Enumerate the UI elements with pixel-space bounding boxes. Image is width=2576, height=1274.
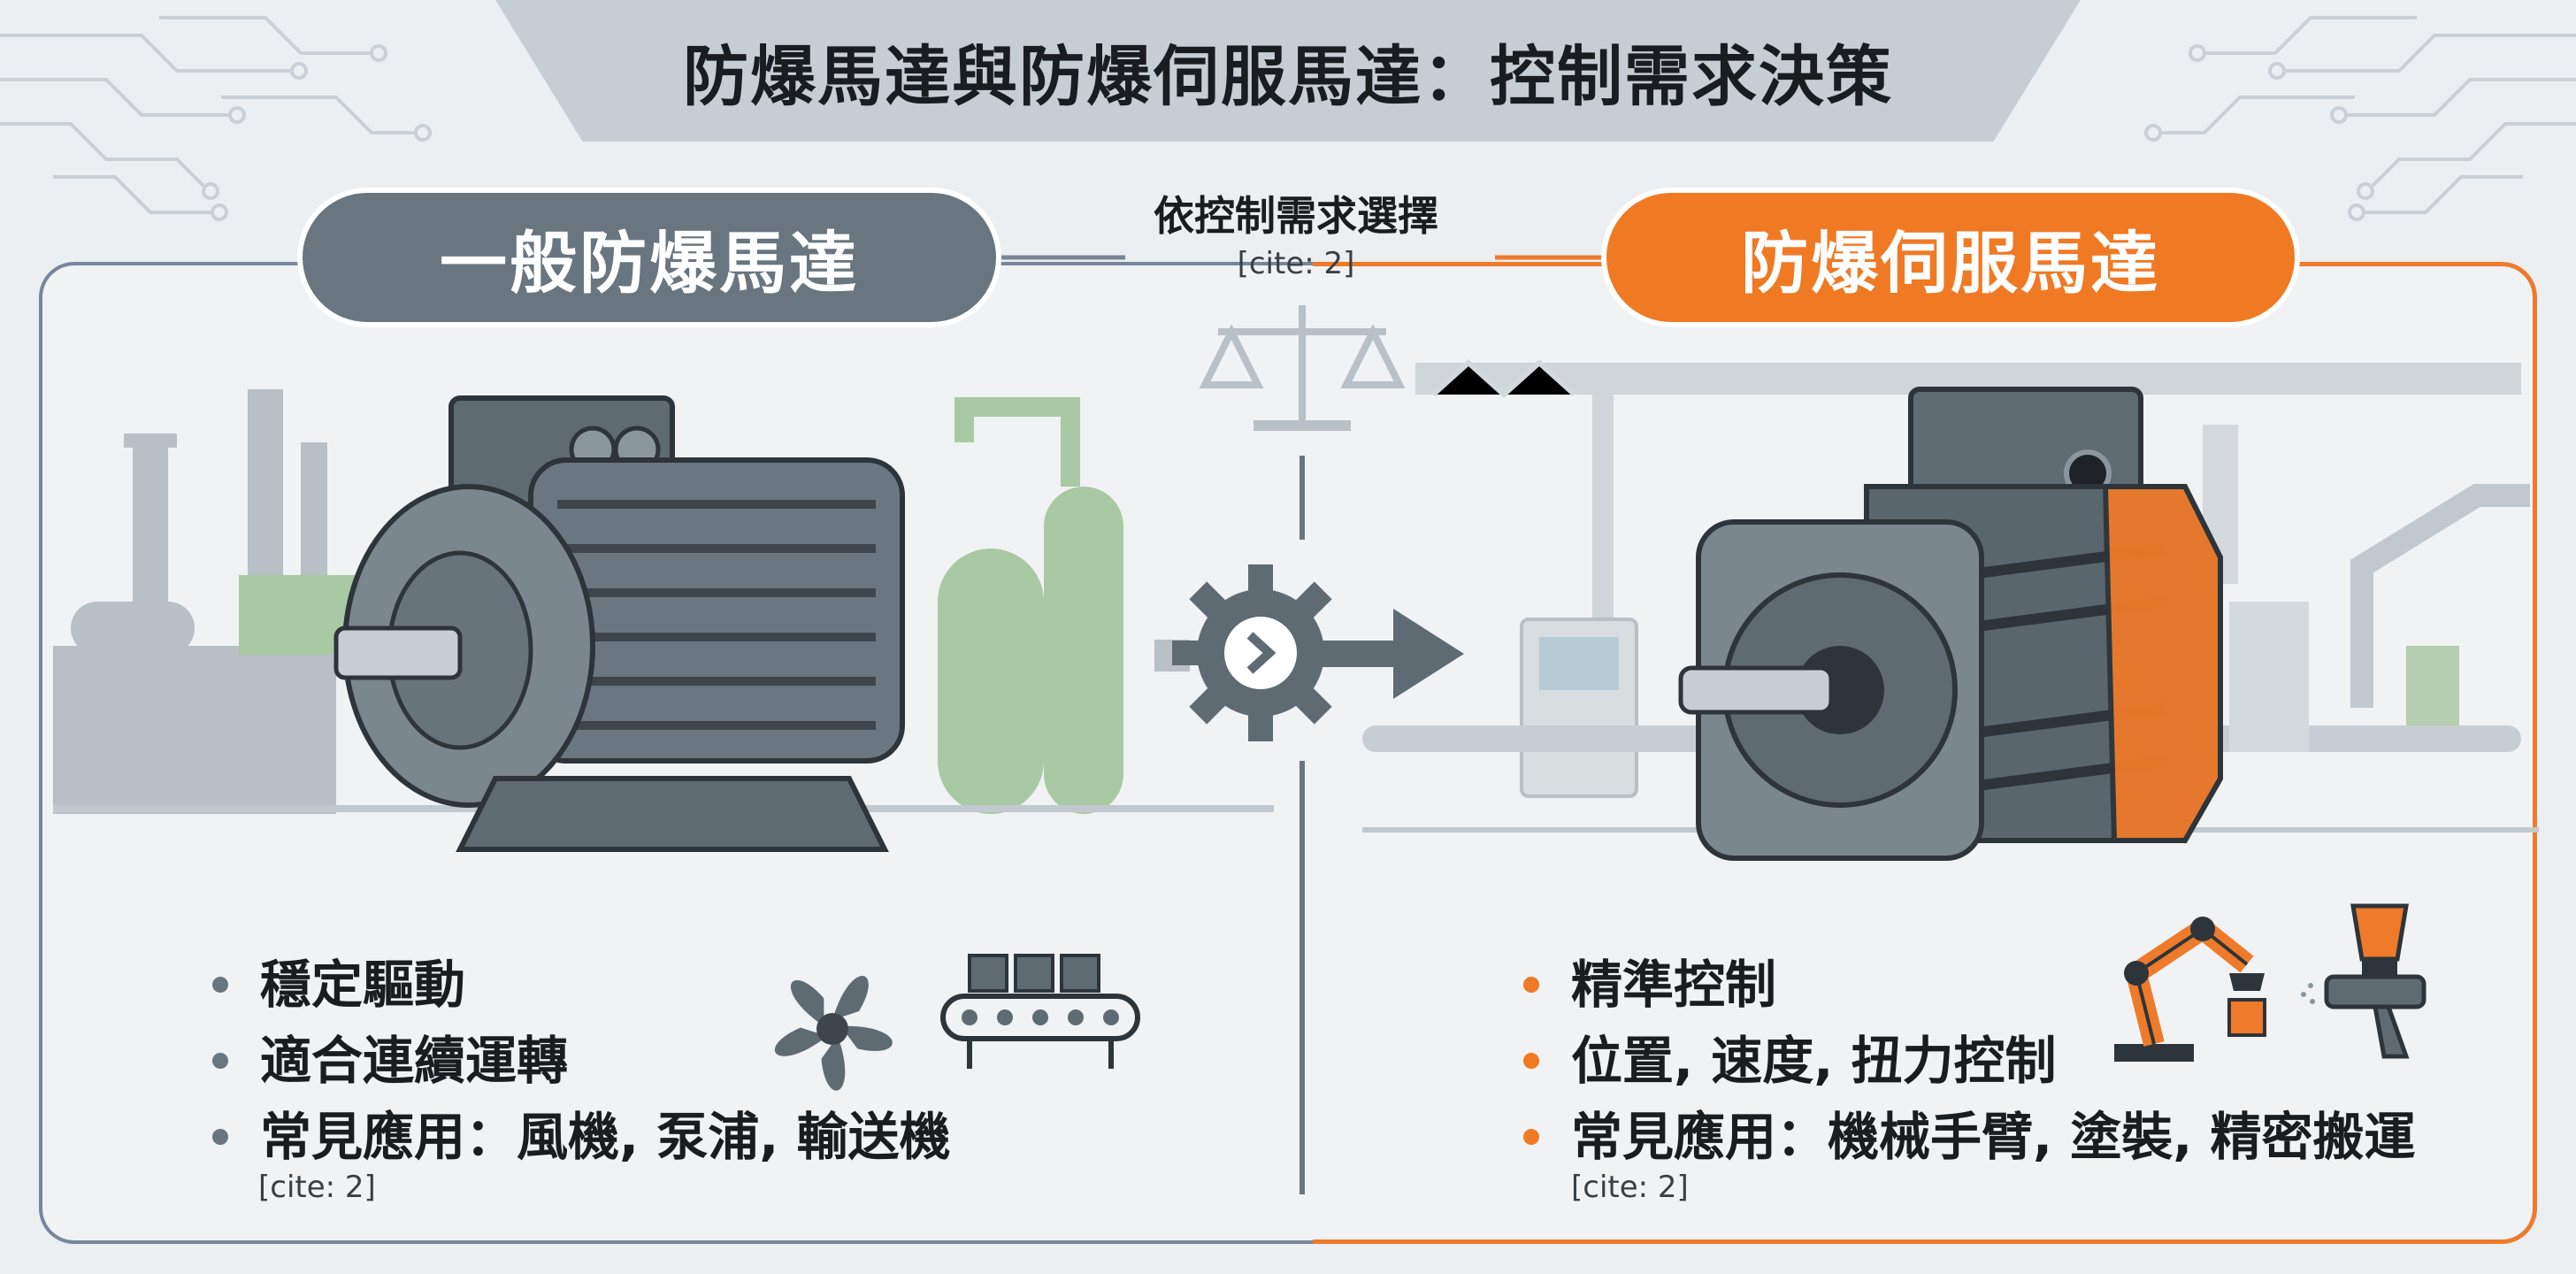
list-item-label: 位置, 速度, 扭力控制	[1571, 1031, 2057, 1091]
servo-motor	[1678, 387, 2223, 861]
list-item: 常見應用：風機, 泵浦, 輸送機	[212, 1099, 950, 1175]
gear-arrow-icon	[1154, 564, 1464, 741]
list-item: 穩定驅動	[212, 947, 950, 1023]
left-heading-line	[1001, 255, 1125, 260]
list-item: 精準控制	[1523, 947, 2415, 1023]
right-bullet-list: 精準控制 位置, 速度, 扭力控制 常見應用：機械手臂, 塗裝, 精密搬運	[1523, 947, 2415, 1175]
list-item-label: 常見應用：風機, 泵浦, 輸送機	[260, 1107, 951, 1167]
fan-icon	[774, 976, 893, 1091]
list-item-label: 穩定驅動	[260, 955, 466, 1015]
spray-gun-icon	[2301, 903, 2426, 1059]
explosion-proof-motor	[334, 395, 905, 852]
title-banner: 防爆馬達與防爆伺服馬達：控制需求決策	[495, 0, 2081, 142]
conveyor-icon	[940, 954, 1140, 1069]
circuit-pattern-left	[0, 16, 432, 221]
robot-arm-icon	[2114, 917, 2266, 1062]
right-cite: [cite: 2]	[1571, 1170, 1689, 1205]
center-label: 依控制需求選擇	[1154, 192, 1438, 240]
center-divider	[1300, 456, 1305, 1194]
list-item: 適合連續運轉	[212, 1023, 950, 1099]
left-cite: [cite: 2]	[258, 1170, 376, 1205]
center-cite: [cite: 2]	[1237, 246, 1355, 281]
list-item: 常見應用：機械手臂, 塗裝, 精密搬運	[1523, 1099, 2415, 1175]
list-item: 位置, 速度, 扭力控制	[1523, 1023, 2415, 1099]
automation-line-background	[1362, 358, 2539, 833]
left-bullet-list: 穩定驅動 適合連續運轉 常見應用：風機, 泵浦, 輸送機	[212, 947, 950, 1175]
balance-scale-icon	[1199, 305, 1406, 431]
left-heading: 一般防爆馬達	[297, 188, 1001, 327]
right-heading-line	[1495, 255, 1601, 260]
list-item-label: 常見應用：機械手臂, 塗裝, 精密搬運	[1571, 1107, 2416, 1167]
list-item-label: 適合連續運轉	[260, 1031, 569, 1091]
page-title: 防爆馬達與防爆伺服馬達：控制需求決策	[683, 38, 1893, 115]
right-heading: 防爆伺服馬達	[1601, 188, 2300, 327]
circuit-pattern-right	[2144, 16, 2576, 221]
factory-background	[53, 389, 1274, 814]
list-item-label: 精準控制	[1571, 955, 1777, 1015]
